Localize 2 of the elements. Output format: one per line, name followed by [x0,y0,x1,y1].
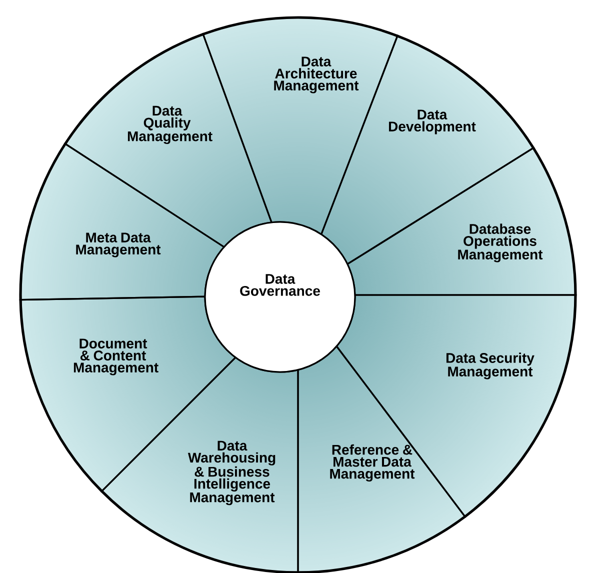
wheel-segment: Meta Data Management [19,142,225,301]
wheel-segment: Database Operations Management [346,146,577,296]
